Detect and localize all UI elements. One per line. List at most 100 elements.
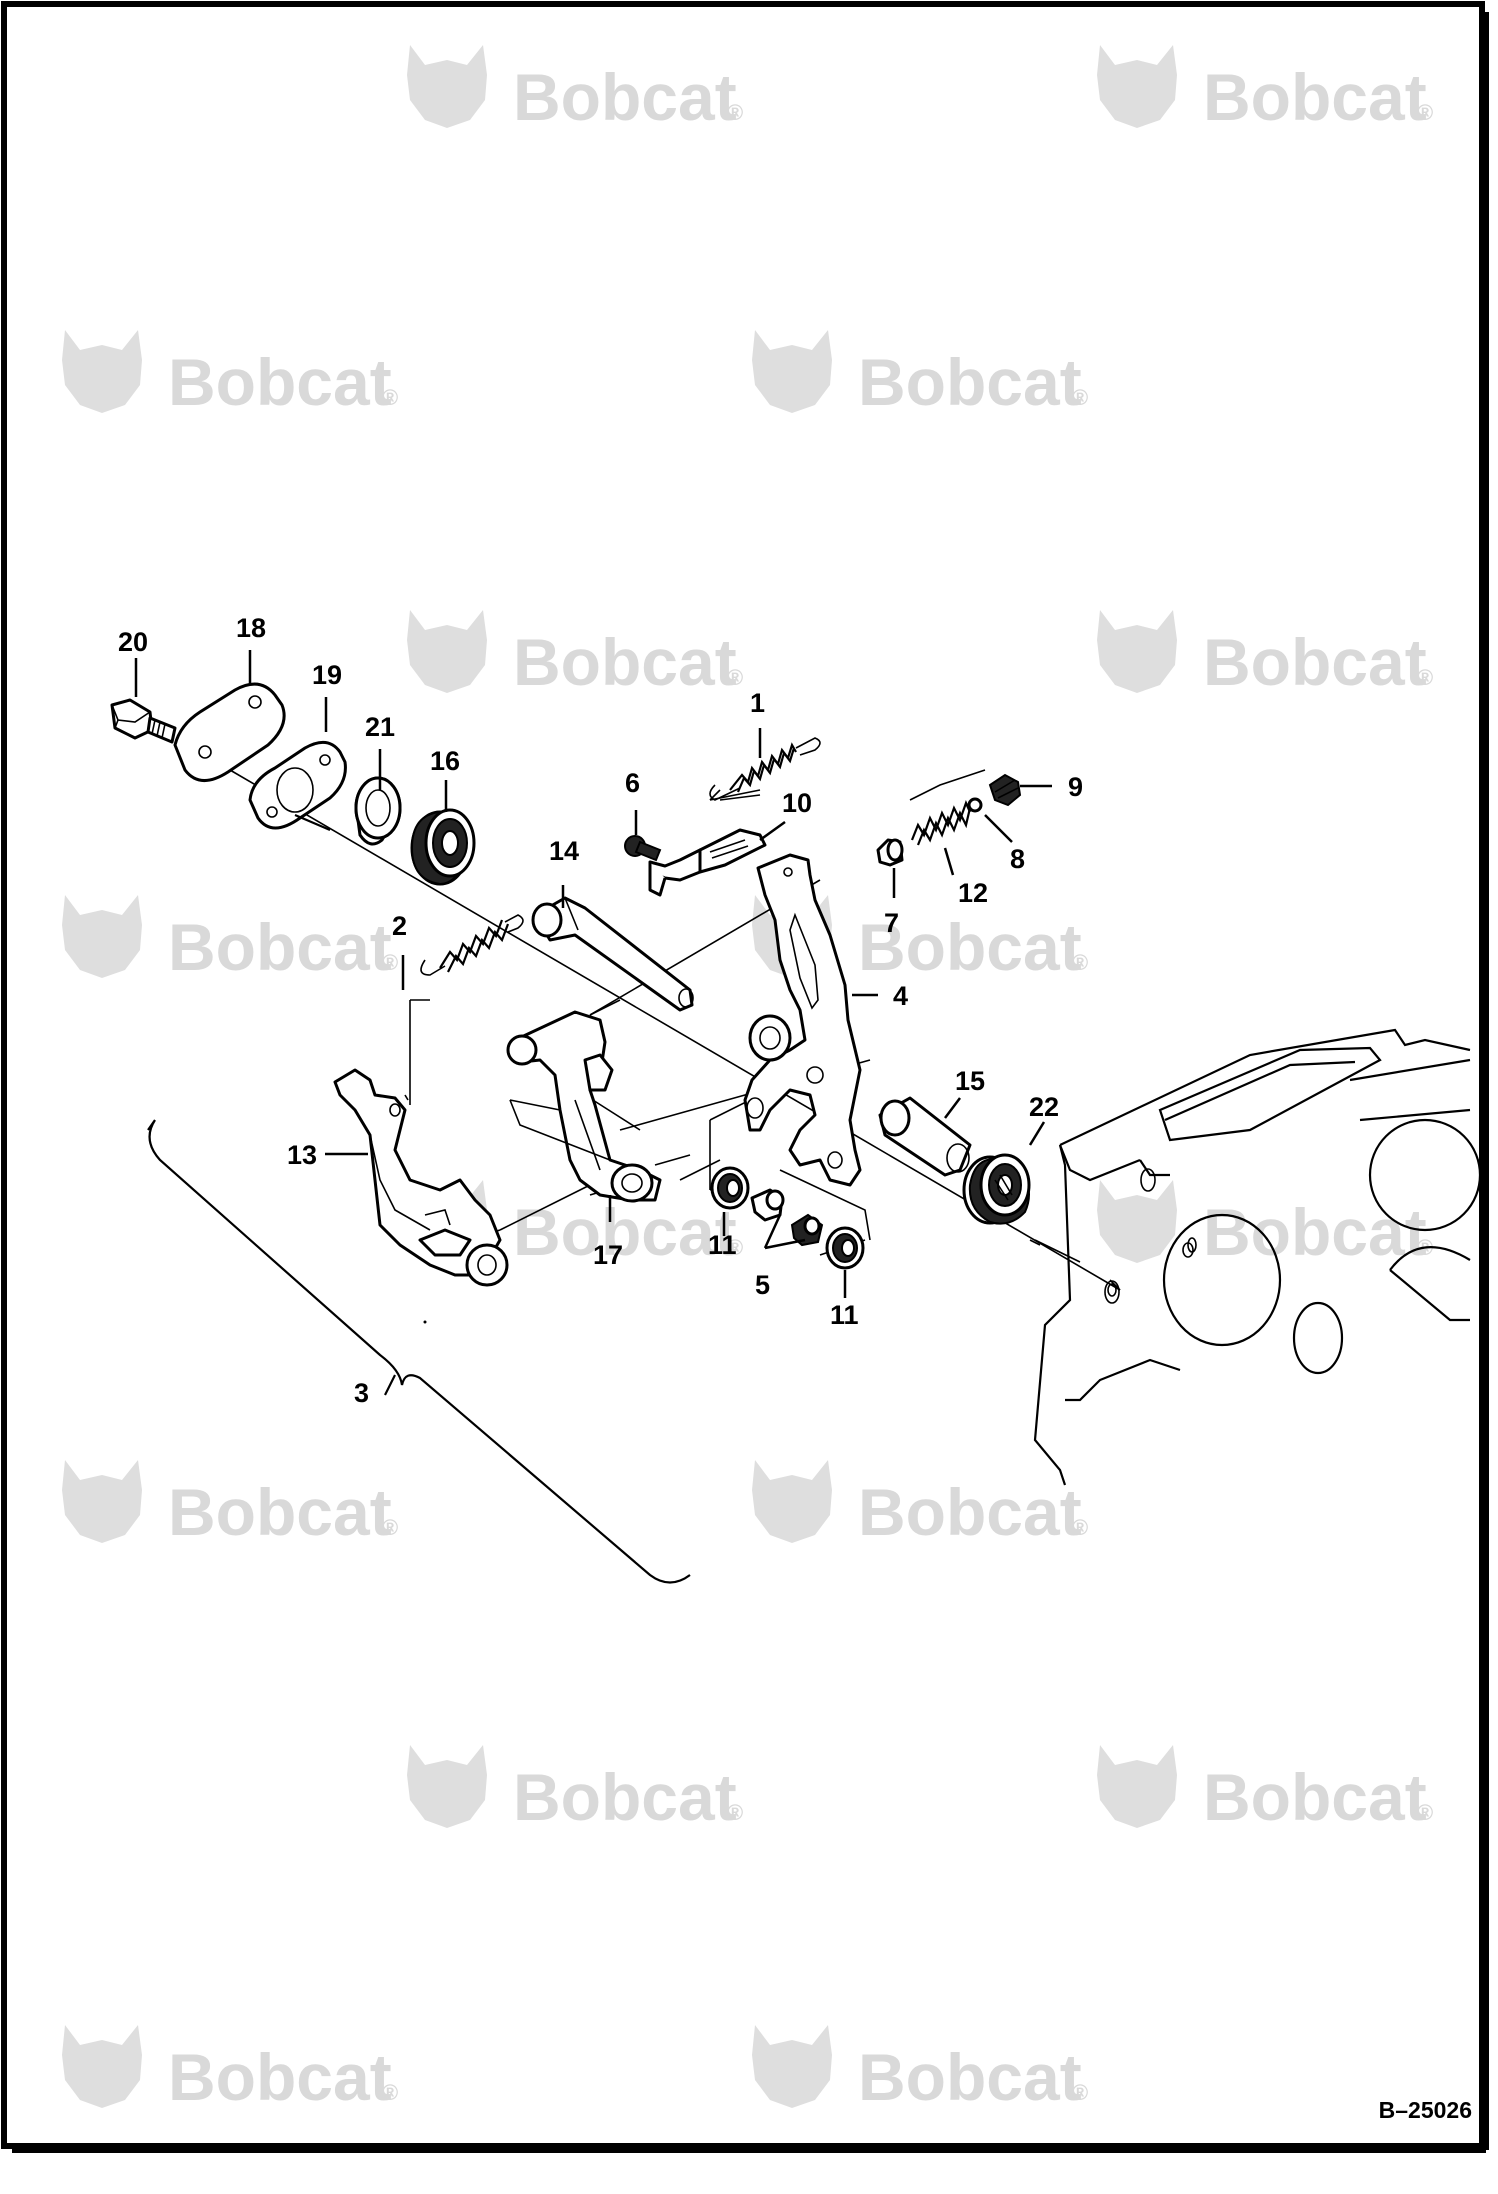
callout-8: 8 <box>1010 844 1025 874</box>
part-16-bearing <box>410 808 476 886</box>
part-10-bracket <box>648 828 767 897</box>
watermark: Bobcat® <box>1097 610 1433 699</box>
part-12-spring <box>910 800 972 846</box>
watermark-registered-mark: ® <box>1417 100 1433 125</box>
watermark-registered-mark: ® <box>727 665 743 690</box>
watermark: Bobcat® <box>1097 45 1433 134</box>
bobcat-head-icon <box>407 610 487 693</box>
part-9-plug <box>988 773 1022 807</box>
part-17-lever <box>506 1010 691 1203</box>
watermark-registered-mark: ® <box>727 1235 743 1260</box>
callout-11-lower: 11 <box>830 1300 859 1330</box>
bobcat-head-icon <box>62 895 142 978</box>
stray-dot <box>423 1320 427 1324</box>
watermark: Bobcat® <box>62 330 398 419</box>
callout-9: 9 <box>1068 772 1083 802</box>
bobcat-head-icon <box>1097 610 1177 693</box>
watermark: Bobcat® <box>752 1460 1088 1549</box>
bobcat-head-icon <box>1097 1745 1177 1828</box>
watermark-registered-mark: ® <box>727 100 743 125</box>
callout-4: 4 <box>893 981 908 1011</box>
leader-lines <box>134 650 1052 1298</box>
callout-17: 17 <box>593 1240 623 1270</box>
part-13-lever <box>333 1068 509 1287</box>
watermark-brand-text: Bobcat <box>513 625 737 699</box>
bobcat-head-icon <box>752 1460 832 1543</box>
watermark: Bobcat® <box>752 330 1088 419</box>
drawing-reference: B–25026 <box>1379 2097 1472 2123</box>
watermark-brand-text: Bobcat <box>513 60 737 134</box>
frame-border <box>1 1 1485 2149</box>
part-2-spring <box>420 914 524 976</box>
watermark-registered-mark: ® <box>382 2080 398 2105</box>
watermark: Bobcat® <box>62 1460 398 1549</box>
watermark-registered-mark: ® <box>1417 1800 1433 1825</box>
watermark-registered-mark: ® <box>382 385 398 410</box>
watermark-registered-mark: ® <box>1072 2080 1088 2105</box>
item-3-brace <box>147 1119 691 1584</box>
part-7-plunger <box>876 838 904 867</box>
part-22-bearing <box>962 1153 1031 1225</box>
watermark: Bobcat® <box>752 2025 1088 2114</box>
watermark-registered-mark: ® <box>1072 950 1088 975</box>
callout-22: 22 <box>1029 1092 1059 1122</box>
watermark-brand-text: Bobcat <box>168 910 392 984</box>
watermark-registered-mark: ® <box>1072 385 1088 410</box>
watermark-brand-text: Bobcat <box>858 2040 1082 2114</box>
part-21-collar <box>354 776 402 846</box>
callout-19: 19 <box>312 660 342 690</box>
engine-block <box>1033 1028 1482 1486</box>
bobcat-head-icon <box>1097 45 1177 128</box>
watermark-brand-text: Bobcat <box>858 345 1082 419</box>
part-18-cover-plate <box>173 682 286 782</box>
callout-16: 16 <box>430 746 460 776</box>
bobcat-head-icon <box>407 1745 487 1828</box>
callout-13: 13 <box>287 1140 317 1170</box>
callout-11-upper: 11 <box>708 1230 737 1260</box>
part-19-gasket <box>248 740 347 832</box>
watermark-brand-text: Bobcat <box>168 2040 392 2114</box>
part-4-governor-plate <box>743 853 862 1187</box>
part-11-bushing-upper <box>710 1166 750 1210</box>
part-20-bolt <box>110 698 177 744</box>
bobcat-head-icon <box>407 45 487 128</box>
callout-21: 21 <box>365 712 395 742</box>
watermark: Bobcat® <box>1097 1180 1433 1269</box>
watermark-layer: Bobcat®Bobcat®Bobcat®Bobcat®Bobcat®Bobca… <box>62 45 1433 2114</box>
watermark: Bobcat® <box>62 2025 398 2114</box>
part-11-bushing-lower <box>825 1226 865 1270</box>
bobcat-head-icon <box>62 1460 142 1543</box>
watermark-registered-mark: ® <box>382 1515 398 1540</box>
callout-6: 6 <box>625 768 640 798</box>
callout-15: 15 <box>955 1066 985 1096</box>
callout-5: 5 <box>755 1270 770 1300</box>
item-3-brace-tip <box>384 1374 396 1396</box>
watermark-registered-mark: ® <box>1417 665 1433 690</box>
bobcat-head-icon <box>62 2025 142 2108</box>
part-14-shaft <box>531 896 694 1012</box>
watermark-brand-text: Bobcat <box>1203 1195 1427 1269</box>
callout-14: 14 <box>549 836 579 866</box>
watermark-registered-mark: ® <box>382 950 398 975</box>
watermark: Bobcat® <box>407 610 743 699</box>
callout-1: 1 <box>750 688 765 718</box>
bobcat-head-icon <box>752 2025 832 2108</box>
bobcat-head-icon <box>752 330 832 413</box>
callout-2: 2 <box>392 911 407 941</box>
watermark-registered-mark: ® <box>1072 1515 1088 1540</box>
watermark-brand-text: Bobcat <box>168 345 392 419</box>
callout-10: 10 <box>782 788 812 818</box>
watermark-registered-mark: ® <box>727 1800 743 1825</box>
watermark-brand-text: Bobcat <box>513 1760 737 1834</box>
callout-3: 3 <box>354 1378 369 1408</box>
watermark: Bobcat® <box>407 1745 743 1834</box>
watermark-brand-text: Bobcat <box>1203 60 1427 134</box>
watermark: Bobcat® <box>62 895 398 984</box>
watermark-brand-text: Bobcat <box>858 1475 1082 1549</box>
watermark: Bobcat® <box>1097 1745 1433 1834</box>
watermark-brand-text: Bobcat <box>1203 625 1427 699</box>
bobcat-head-icon <box>1097 1180 1177 1263</box>
part-15-sleeve <box>878 1096 972 1177</box>
part-6-screw <box>624 835 662 862</box>
